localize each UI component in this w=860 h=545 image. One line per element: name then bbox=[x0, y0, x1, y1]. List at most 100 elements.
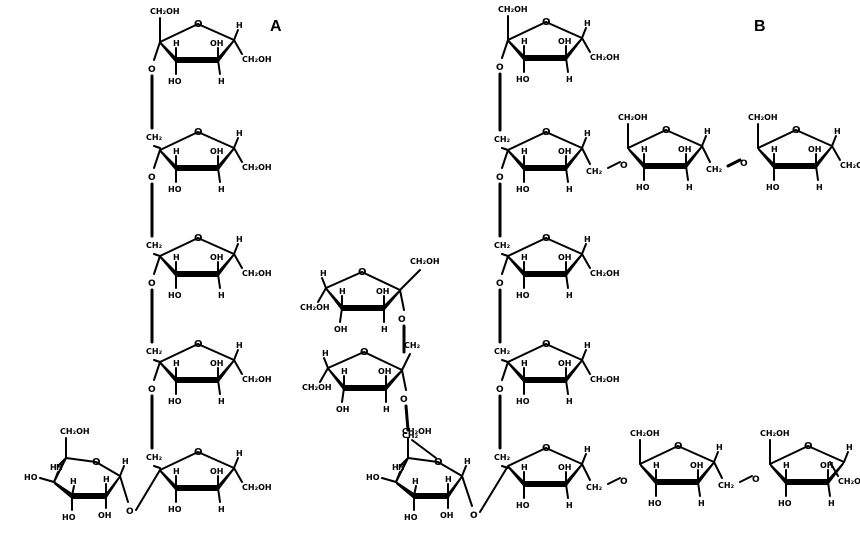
bold-ring-bond bbox=[774, 163, 816, 169]
atom-label-oh: OH bbox=[558, 37, 572, 46]
bond-line bbox=[607, 477, 621, 485]
ring-bond bbox=[507, 131, 547, 151]
bold-ring-bond bbox=[414, 493, 448, 499]
atom-label-ch2oh: CH₂OH bbox=[840, 161, 860, 170]
ring-oxygen-label: O bbox=[434, 457, 443, 468]
atom-label-h: H bbox=[383, 405, 390, 414]
ring-oxygen-label: O bbox=[92, 457, 101, 468]
atom-label-ho: HO bbox=[168, 77, 182, 86]
atom-label-h: H bbox=[122, 457, 129, 466]
atom-label-ch2: CH₂ bbox=[494, 135, 511, 144]
ring-bond bbox=[507, 447, 547, 467]
atom-label-h: H bbox=[828, 499, 835, 508]
bond-line bbox=[233, 147, 243, 163]
atom-label-oh: OH bbox=[210, 147, 224, 156]
bond-line bbox=[153, 149, 161, 169]
bond-line bbox=[831, 145, 841, 161]
bond-line bbox=[829, 461, 839, 477]
atom-label-h: H bbox=[521, 37, 528, 46]
bond-line bbox=[233, 243, 239, 255]
bond-line bbox=[339, 307, 343, 323]
bond-line bbox=[217, 59, 221, 75]
ring-oxygen-label: O bbox=[542, 127, 551, 138]
atom-label-h: H bbox=[236, 129, 243, 138]
bond-line bbox=[321, 277, 327, 289]
glycosidic-bond bbox=[726, 158, 742, 168]
bond-line bbox=[413, 485, 417, 497]
bond-line bbox=[71, 485, 75, 497]
bond-line bbox=[411, 439, 437, 459]
bond-line bbox=[685, 165, 689, 181]
ring-oxygen-label: O bbox=[542, 17, 551, 28]
bond-line bbox=[581, 27, 587, 39]
ring-oxygen-label: O bbox=[194, 447, 203, 458]
glycosidic-oxygen-label: O bbox=[620, 161, 628, 171]
atom-label-h: H bbox=[771, 145, 778, 154]
bond-line bbox=[39, 477, 55, 483]
bond-line bbox=[217, 167, 221, 183]
ring-oxygen-label: O bbox=[542, 339, 551, 350]
ring-bond bbox=[769, 445, 809, 465]
atom-label-oh: OH bbox=[210, 359, 224, 368]
wedge-bond bbox=[566, 37, 582, 61]
bond-line bbox=[119, 475, 129, 503]
bond-line bbox=[217, 273, 221, 289]
atom-label-oh: OH bbox=[808, 145, 822, 154]
ring-bond bbox=[159, 23, 199, 43]
ring-bond bbox=[437, 461, 463, 477]
bond-line bbox=[713, 451, 719, 463]
atom-label-ho: HO bbox=[366, 473, 380, 482]
atom-label-ch2: CH₂ bbox=[586, 483, 603, 492]
atom-label-oh: OH bbox=[820, 461, 834, 470]
ring-oxygen-label: O bbox=[792, 125, 801, 136]
bold-ring-bond bbox=[524, 55, 566, 61]
bond-line bbox=[565, 273, 569, 289]
atom-label-ho: HO bbox=[516, 501, 530, 510]
ring-bond bbox=[159, 131, 199, 151]
atom-label-oh: OH bbox=[558, 147, 572, 156]
atom-label-oh: OH bbox=[210, 39, 224, 48]
wedge-bond bbox=[758, 147, 774, 169]
ring-bond bbox=[677, 445, 715, 463]
atom-label-ch2oh: CH₂OH bbox=[150, 7, 180, 16]
bond-line bbox=[581, 463, 591, 481]
wedge-bond bbox=[54, 481, 72, 499]
bold-ring-bond bbox=[524, 165, 566, 171]
atom-label-h: H bbox=[218, 505, 225, 514]
atom-label-h: H bbox=[218, 77, 225, 86]
atom-label-ho: HO bbox=[516, 397, 530, 406]
glycosidic-oxygen-label: O bbox=[496, 279, 504, 289]
ring-oxygen-label: O bbox=[194, 233, 203, 244]
bond-line bbox=[501, 361, 509, 381]
atom-label-ch2oh: CH₂OH bbox=[242, 483, 272, 492]
bond-line bbox=[501, 149, 509, 169]
ring-bond bbox=[197, 237, 235, 255]
glycosidic-oxygen-label: O bbox=[126, 507, 134, 517]
wedge-bond bbox=[640, 463, 656, 485]
atom-label-ch2oh: CH₂OH bbox=[242, 55, 272, 64]
bond-line bbox=[581, 349, 587, 361]
atom-label-ho: HO bbox=[24, 473, 38, 482]
bond-line bbox=[565, 167, 569, 183]
bond-line bbox=[843, 451, 849, 463]
glycosidic-oxygen-label: O bbox=[752, 475, 760, 485]
atom-label-h: H bbox=[521, 359, 528, 368]
bond-line bbox=[399, 289, 405, 311]
bond-line bbox=[701, 145, 711, 163]
bold-ring-bond bbox=[176, 57, 218, 63]
bond-line bbox=[233, 457, 239, 469]
ring-bond bbox=[807, 445, 845, 463]
ring-oxygen-label: O bbox=[194, 127, 203, 138]
wedge-bond bbox=[218, 467, 234, 491]
ring-bond bbox=[507, 21, 547, 41]
atom-label-h: H bbox=[584, 341, 591, 350]
atom-label-h: H bbox=[398, 463, 405, 472]
wedge-bond bbox=[106, 475, 120, 499]
wedge-bond bbox=[384, 289, 400, 311]
atom-label-ho: HO bbox=[168, 397, 182, 406]
atom-label-h: H bbox=[381, 325, 388, 334]
wedge-bond bbox=[628, 147, 644, 169]
bond-line bbox=[461, 465, 467, 477]
atom-label-h: H bbox=[218, 185, 225, 194]
